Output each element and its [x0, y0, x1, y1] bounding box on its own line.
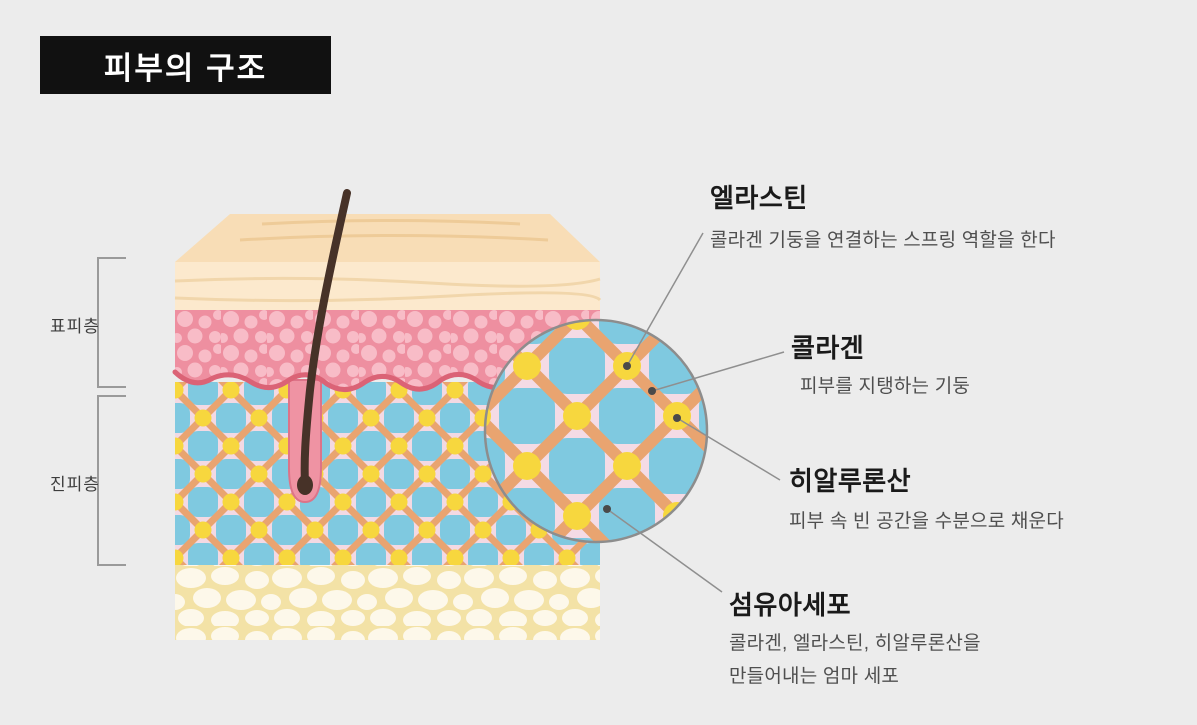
connector-line-elastin: [626, 232, 704, 367]
annotation-title-collagen: 콜라겐: [791, 333, 865, 363]
subcutaneous-fat-layer: [175, 565, 600, 640]
annotation-desc-hyaluronic-acid: 피부 속 빈 공간을 수분으로 채운다: [789, 511, 1064, 532]
annotation-title-hyaluronic-acid: 히알루론산: [789, 466, 912, 496]
connector-line-fibroblast: [606, 508, 723, 593]
anchor-dot-fibroblast: [603, 505, 611, 513]
layer-label-dermis: 진피층: [50, 475, 100, 494]
annotation-desc-fibroblast: 콜라겐, 엘라스틴, 히알루론산을 만들어내는 엄마 세포: [729, 633, 981, 688]
annotation-title-fibroblast: 섬유아세포: [729, 590, 852, 620]
layer-label-epidermis: 표피층: [50, 317, 100, 336]
bracket-dermis: [97, 395, 126, 566]
connector-line-collagen: [651, 351, 785, 392]
layer-brackets: [97, 257, 126, 566]
anchor-dot-elastin: [623, 362, 631, 370]
bracket-epidermis: [97, 257, 126, 388]
anchor-dot-collagen: [648, 387, 656, 395]
anchor-dots: [603, 362, 681, 513]
page-title: 피부의 구조: [40, 36, 331, 94]
magnifier-circle: [483, 318, 709, 544]
annotation-title-elastin: 엘라스틴: [710, 183, 808, 213]
connector-lines: [606, 232, 785, 593]
connector-line-hyaluronic-acid: [676, 417, 781, 481]
annotation-desc-elastin: 콜라겐 기둥을 연결하는 스프링 역할을 한다: [710, 230, 1056, 251]
stratum-corneum-band: [174, 262, 602, 312]
epidermis-layer: [175, 310, 600, 390]
anchor-dot-hyaluronic-acid: [673, 414, 681, 422]
skin-top-face: [175, 214, 600, 262]
hair: [297, 189, 351, 495]
annotation-desc-collagen: 피부를 지탱하는 기둥: [800, 376, 971, 397]
